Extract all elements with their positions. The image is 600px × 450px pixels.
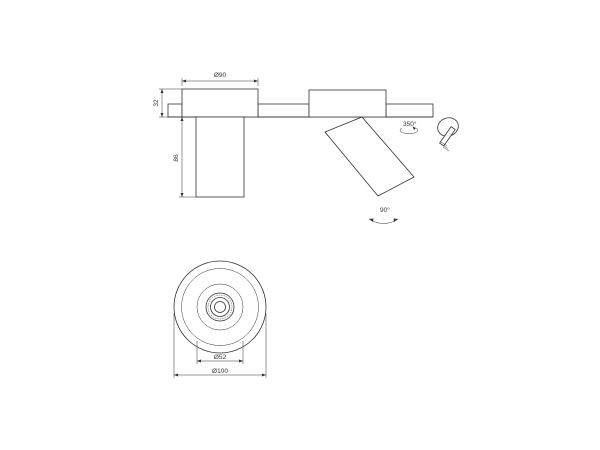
dimension-label-height-body: 86 [173,154,180,162]
rotation-label-vertical: 90° [380,206,390,214]
fixture-adjustable-side-view [308,89,415,197]
fixture-fixed-side-view [181,88,259,198]
rotation-arrow-icon [399,127,419,134]
rotation-label-horizontal: 350° [403,120,417,128]
dimension-outer-diameter: Ø100 [173,313,267,378]
dimension-top-width: Ø90 [181,72,259,86]
dimension-inner-diameter: Ø52 [196,341,244,364]
tilt-arrow-icon [368,218,399,224]
dimension-label-height-small: 32 [153,99,160,107]
fixture-bottom-view [173,260,267,354]
rotation-vertical-indicator: 90° [368,206,399,224]
rotation-horizontal-indicator: 350° [399,120,419,134]
dimension-height-small: 32 [153,88,182,118]
dimension-label-outer-diameter: Ø100 [212,368,228,375]
dimension-label-inner-diameter: Ø52 [214,354,227,361]
dimension-label-top-width: Ø90 [214,72,227,79]
wrench-tool-icon [437,117,459,152]
dimension-height-body: 86 [173,116,196,198]
